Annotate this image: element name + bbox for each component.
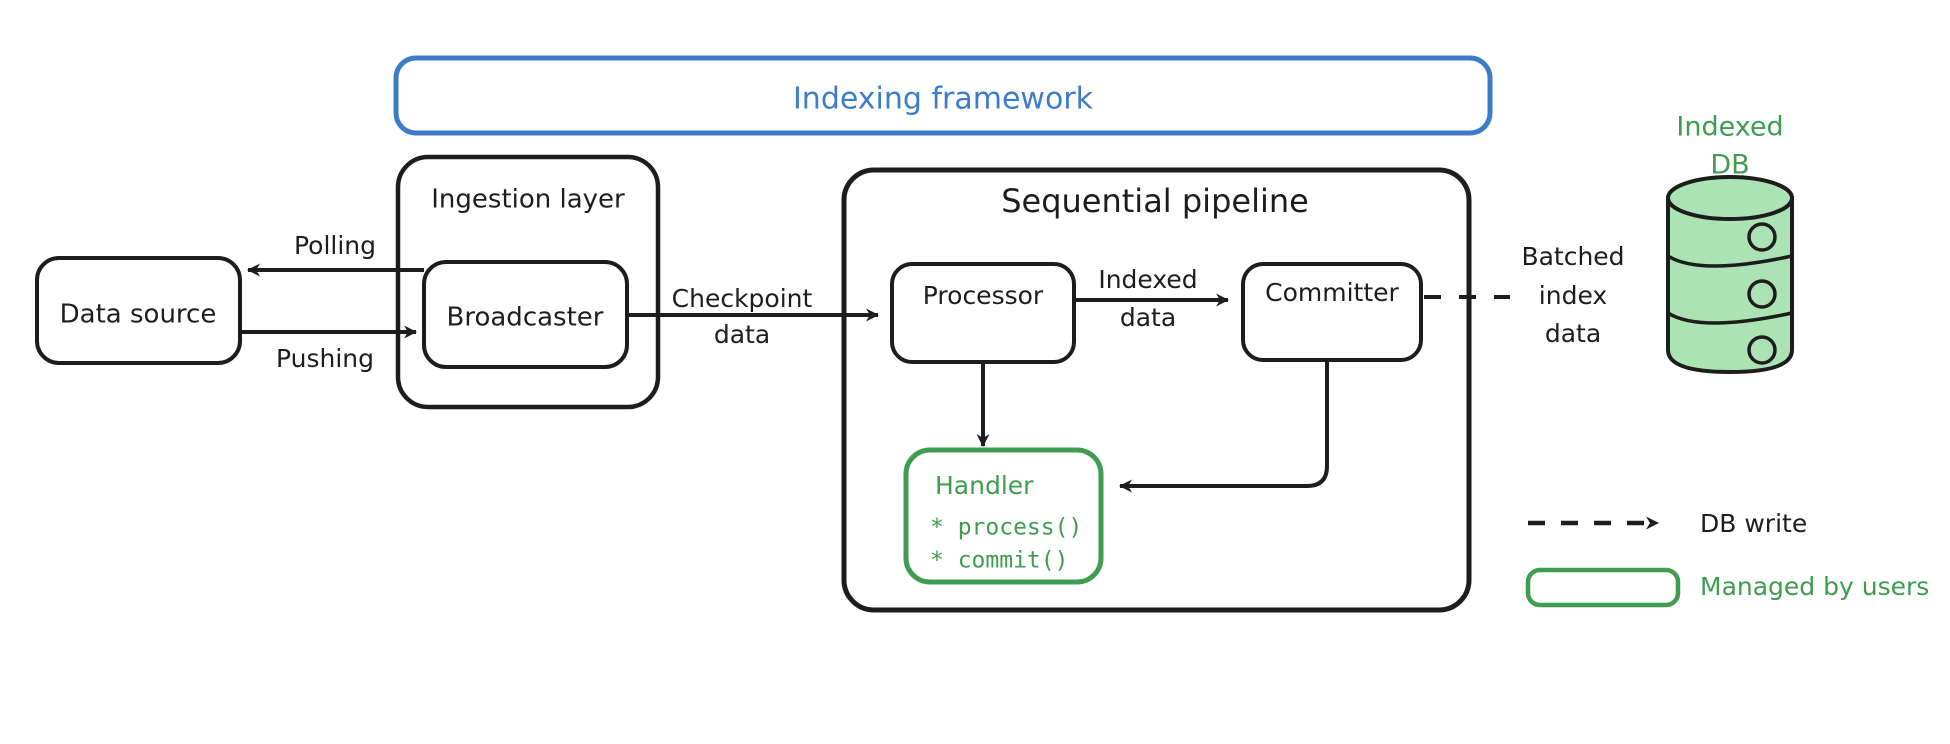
handler-box[interactable] <box>903 447 1104 585</box>
indexing-framework-banner: Indexing framework <box>393 55 1493 136</box>
data-source-box[interactable] <box>35 256 242 365</box>
edge-indexed-data: Indexed data <box>1074 265 1229 332</box>
pushing-label: Pushing <box>276 344 374 373</box>
ingestion-layer-label: Ingestion layer <box>431 185 625 215</box>
edge-committer-to-handler <box>1119 360 1329 493</box>
node-processor[interactable]: Processor <box>890 262 1076 364</box>
sequential-pipeline-label: Sequential pipeline <box>1001 182 1309 220</box>
indexed-db-label-line1: Indexed <box>1676 112 1783 143</box>
indexing-framework-border <box>393 55 1493 136</box>
edge-pushing: Pushing <box>240 325 417 373</box>
ingestion-layer-border <box>395 154 661 410</box>
legend-db-write-label: DB write <box>1700 509 1807 538</box>
sequential-pipeline-container: Sequential pipeline <box>841 167 1472 613</box>
processor-label: Processor <box>923 281 1044 310</box>
committer-label: Committer <box>1265 278 1399 307</box>
committer-box[interactable] <box>1241 262 1423 362</box>
indexed-db-indicator-2 <box>1747 279 1777 309</box>
indexed-data-label-line2: data <box>1120 303 1176 332</box>
node-broadcaster[interactable]: Broadcaster <box>422 260 629 369</box>
legend-managed-by-users-label: Managed by users <box>1700 572 1929 601</box>
node-committer[interactable]: Committer <box>1241 262 1423 362</box>
indexed-db-cylinder-body[interactable] <box>1666 196 1794 375</box>
legend: DB write Managed by users <box>1525 509 1929 608</box>
indexed-db-band-2 <box>1667 311 1793 325</box>
indexed-db-cylinder-top <box>1666 175 1794 221</box>
processor-box[interactable] <box>890 262 1076 364</box>
handler-method-process: * process() <box>930 515 1082 541</box>
handler-method-commit: * commit() <box>930 548 1068 574</box>
batched-index-data-label-backdrop <box>1510 278 1660 318</box>
edge-polling: Polling <box>247 231 424 277</box>
indexed-db-indicator-1 <box>1747 222 1777 252</box>
indexed-db-band-1 <box>1667 254 1793 268</box>
node-indexed-db[interactable]: Indexed DB <box>1666 112 1794 375</box>
legend-green-box-icon <box>1525 567 1681 608</box>
indexed-data-label-line1: Indexed <box>1098 265 1197 294</box>
node-handler[interactable]: Handler * process() * commit() <box>903 447 1104 585</box>
legend-item-managed-by-users: Managed by users <box>1525 567 1929 608</box>
edge-batched-index-data: Batched index data <box>1424 242 1660 348</box>
data-source-label: Data source <box>60 300 217 330</box>
indexed-db-indicator-3 <box>1747 335 1777 365</box>
batched-index-data-label-line2: index <box>1539 281 1607 310</box>
checkpoint-data-label-line2: data <box>714 320 770 349</box>
batched-index-data-label-line1: Batched <box>1521 242 1624 271</box>
legend-item-db-write: DB write <box>1528 509 1807 538</box>
sequential-pipeline-border <box>841 167 1472 613</box>
node-data-source[interactable]: Data source <box>35 256 242 365</box>
polling-label: Polling <box>294 231 376 260</box>
committer-to-handler-arrow <box>1119 360 1329 493</box>
indexing-framework-label: Indexing framework <box>793 82 1094 117</box>
batched-index-data-label-line3: data <box>1545 319 1601 348</box>
handler-label: Handler <box>935 471 1034 500</box>
ingestion-layer-container: Ingestion layer <box>395 154 661 410</box>
broadcaster-label: Broadcaster <box>447 303 604 333</box>
edge-checkpoint-data: Checkpoint data <box>627 284 879 349</box>
checkpoint-data-label-line1: Checkpoint <box>672 284 813 313</box>
